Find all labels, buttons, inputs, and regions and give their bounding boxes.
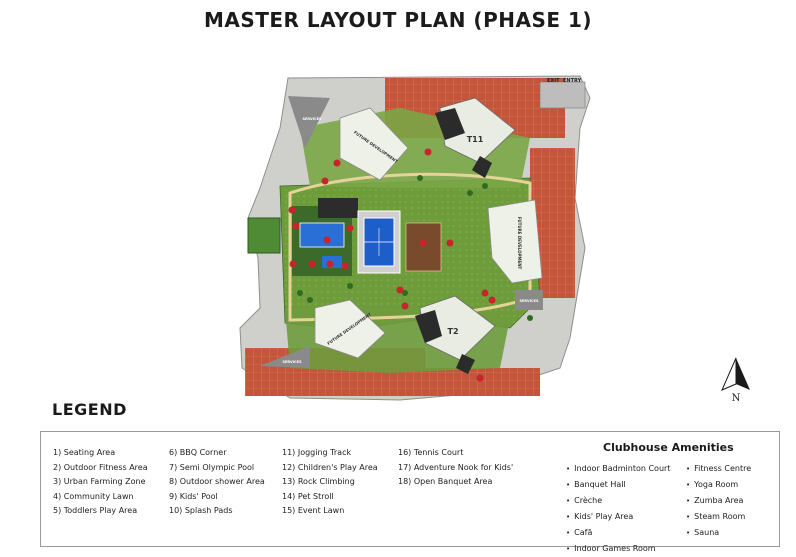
west-annex-lawn [247,217,281,254]
legend-item: 7) Semi Olympic Pool [169,462,255,472]
master-layout-plan: T11 T2 FUTURE DEVELOPMENT FUTURE DEVELOP… [239,75,591,401]
legend-item: 10) Splash Pads [169,506,233,515]
gate-area [539,81,586,109]
legend-item: 17) Adventure Nook for Kids' [398,462,514,472]
clubhouse-item: Indoor Badminton Court [566,461,670,477]
legend-item: 1) Seating Area [53,448,116,457]
marker-4 [333,159,341,167]
entry-label: ENTRY [563,78,582,84]
clubhouse-item: Zumba Area [686,493,751,509]
legend-item: 9) Kids' Pool [169,491,218,501]
marker-15 [476,374,484,382]
clubhouse-title: Clubhouse Amenities [603,441,734,454]
legend-item: 13) Rock Climbing [282,477,355,486]
legend-column-4: 16) Tennis Court 17) Adventure Nook for … [398,446,513,490]
clubhouse-item: Steam Room [686,509,751,525]
tree-cluster [297,175,533,321]
marker-5 [321,177,329,185]
legend-item: 6) BBQ Corner [169,448,227,457]
clubhouse-item: Yoga Room [686,477,751,493]
legend-item: 4) Community Lawn [53,491,134,501]
services-southwest [260,346,310,368]
clubhouse-column-1: Indoor Badminton Court Banquet Hall Crèc… [566,461,670,557]
legend-item: 18) Open Banquet Area [398,477,493,486]
services-label-3: SERVICES [282,360,302,364]
future-label-east: FUTURE DEVELOPMENT [517,217,522,270]
marker-2 [292,222,300,230]
legend-item: 12) Children's Play Area [282,462,378,472]
marker-11 [346,224,354,232]
legend-item: 5) Toddlers Play Area [53,506,138,515]
legend-item: 11) Jogging Track [282,448,352,457]
marker-17 [446,239,454,247]
legend-item: 3) Urban Farming Zone [53,477,146,486]
marker-16 [419,239,427,247]
legend-item: 2) Outdoor Fitness Area [53,462,148,472]
clubhouse-item: Banquet Hall [566,477,670,493]
tower-t2 [415,295,496,374]
tower-label-t2: T2 [447,327,458,336]
marker-10 [341,262,349,270]
marker-18 [401,302,409,310]
marker-14 [488,296,496,304]
clubhouse-item: Kids' Play Area [566,509,670,525]
future-development-east [487,199,543,284]
marker-1 [288,206,296,214]
future-development-north [339,107,409,181]
legend-item: 8) Outdoor shower Area [169,477,265,486]
pool-pavilion [318,198,358,218]
amenity-markers [288,148,496,382]
north-label: N [732,393,741,404]
marker-9 [326,260,334,268]
future-development-south [314,299,386,359]
legend-item: 15) Event Lawn [282,506,345,515]
legend-item: 14) Pet Stroll [282,491,334,501]
services-label-1: SERVICES [302,117,322,121]
services-northwest [288,96,330,148]
legend-column-1: 1) Seating Area 2) Outdoor Fitness Area … [53,446,148,519]
marker-8 [308,260,316,268]
exit-label: EXIT [547,78,560,84]
north-arrow-icon: N [721,357,750,404]
marker-7 [323,236,331,244]
clubhouse-column-2: Fitness Centre Yoga Room Zumba Area Stea… [686,461,751,541]
clubhouse-item: Indoor Games Room [566,541,670,557]
clubhouse-item: Crèche [566,493,670,509]
open-banquet-area [405,222,442,272]
legend-title: LEGEND [52,400,127,419]
clubhouse-item: Sauna [686,525,751,541]
legend-item: 16) Tennis Court [398,448,464,457]
marker-6 [289,260,297,268]
semi-olympic-pool [299,222,345,248]
legend-column-2: 6) BBQ Corner 7) Semi Olympic Pool 8) Ou… [169,446,265,519]
page-title: MASTER LAYOUT PLAN (PHASE 1) [203,8,593,32]
services-label-2: SERVICES [519,299,539,303]
clubhouse-item: Cafā [566,525,670,541]
marker-13 [481,289,489,297]
services-east [515,290,543,310]
marker-12 [396,286,404,294]
legend-column-3: 11) Jogging Track 12) Children's Play Ar… [282,446,378,519]
tower-label-t11: T11 [467,135,484,144]
marker-3 [424,148,432,156]
tower-t11 [435,97,516,178]
paving-south [420,368,540,396]
clubhouse-item: Fitness Centre [686,461,751,477]
